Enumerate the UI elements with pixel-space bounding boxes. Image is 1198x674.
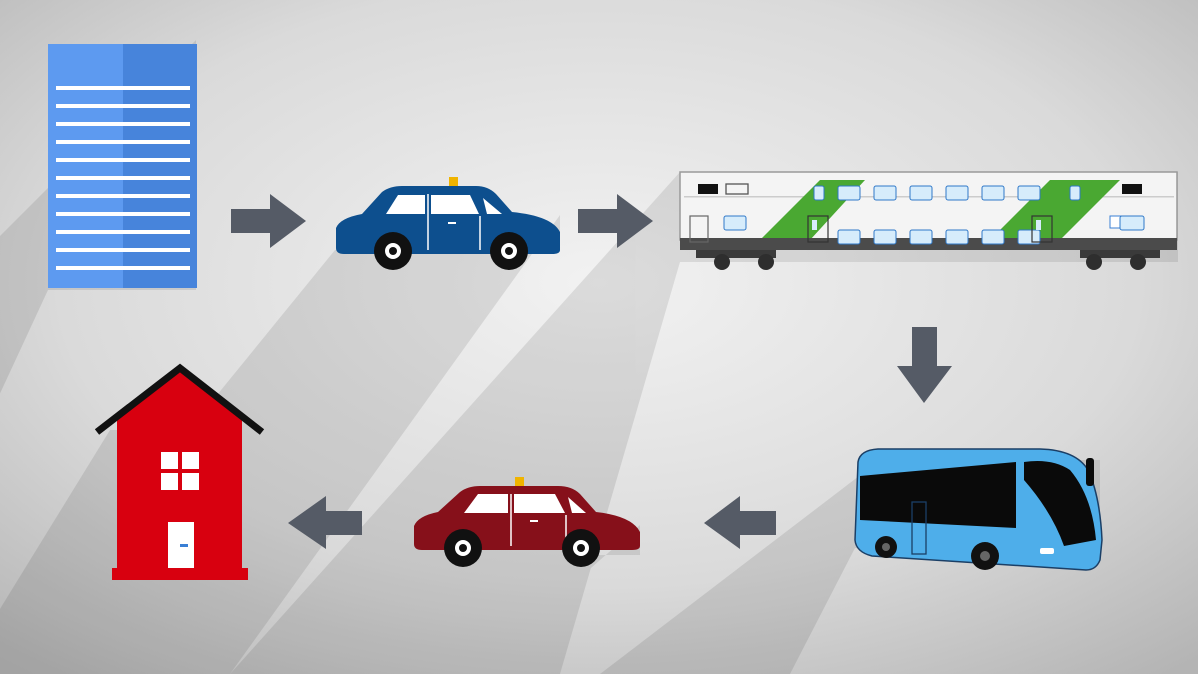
house-window [161,452,199,490]
train-windows-upper [813,185,1081,201]
building-floor-lines [56,86,190,270]
train-windows-lower [723,215,1145,245]
coach-bus-icon [854,448,1103,571]
arrow-left-icon [704,496,776,549]
office-building-icon [48,44,197,288]
arrow-right-icon [578,194,653,248]
taxi-blue-icon [336,177,560,270]
taxi-red-icon [414,477,640,567]
house-icon [94,363,265,580]
arrow-left-icon [288,496,362,549]
arrow-down-icon [897,327,952,403]
commuter-train-icon [679,171,1178,270]
arrow-right-icon [231,194,306,248]
train-wheels [714,254,1146,270]
